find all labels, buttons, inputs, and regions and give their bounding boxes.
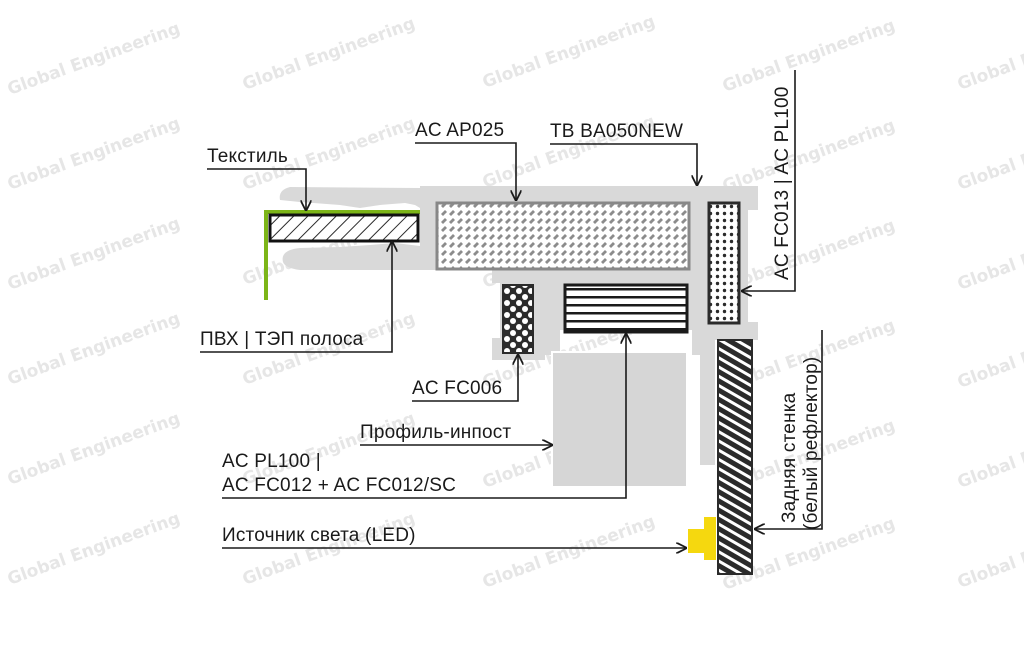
- label-ac-ap025: AC AP025: [415, 120, 504, 141]
- watermark: Global Engineering: [955, 114, 1024, 195]
- ac-ap025-insert: [435, 201, 691, 271]
- label-light-source: Источник света (LED): [222, 525, 416, 546]
- watermark: Global Engineering: [5, 214, 183, 295]
- watermark: Global Engineering: [5, 509, 183, 590]
- back-wall-reflector: [717, 339, 753, 575]
- ac-fc006-insert: [502, 284, 534, 354]
- pvc-strip: [268, 213, 420, 243]
- watermark: Global Engineering: [720, 116, 898, 197]
- watermark: Global Engineering: [5, 19, 183, 100]
- label-profile-impost: Профиль-инпост: [360, 422, 511, 443]
- watermark: Global Engineering: [720, 16, 898, 97]
- textile-frame: [264, 210, 420, 300]
- watermark: Global Engineering: [955, 14, 1024, 95]
- label-ac-fc006: AC FC006: [412, 378, 502, 399]
- watermark: Global Engineering: [480, 512, 658, 593]
- label-back-wall-line2: (белый рефлектор): [801, 357, 822, 530]
- label-back-wall-line1: Задняя стенка: [779, 392, 800, 523]
- label-textile: Текстиль: [207, 146, 288, 167]
- watermark: Global Engineering: [480, 12, 658, 93]
- watermark: Global Engineering: [5, 409, 183, 490]
- profile-impost: [551, 351, 688, 488]
- watermark: Global Engineering: [955, 512, 1024, 593]
- label-tb-ba050new: TB BA050NEW: [550, 121, 683, 142]
- ac-pl100-insert: [563, 283, 689, 334]
- watermark: Global Engineering: [955, 312, 1024, 393]
- watermark: Global Engineering: [240, 14, 418, 95]
- watermark: Global Engineering: [955, 214, 1024, 295]
- label-pvc-strip: ПВХ | ТЭП полоса: [200, 329, 364, 350]
- label-ac-pl100-line2: AC FC012 + AC FC012/SC: [222, 475, 456, 496]
- label-ac-pl100-line1: AC PL100 |: [222, 451, 321, 472]
- watermark: Global Engineering: [5, 114, 183, 195]
- label-ac-fc013-pl100: AC FC013 | AC PL100: [772, 86, 793, 280]
- ac-fc013-insert: [707, 201, 741, 325]
- watermark: Global Engineering: [955, 412, 1024, 493]
- leader-lines: [200, 70, 823, 548]
- watermark: Global Engineering: [5, 309, 183, 390]
- watermark: Global Engineering: [240, 509, 418, 590]
- led-light-source: [688, 517, 716, 560]
